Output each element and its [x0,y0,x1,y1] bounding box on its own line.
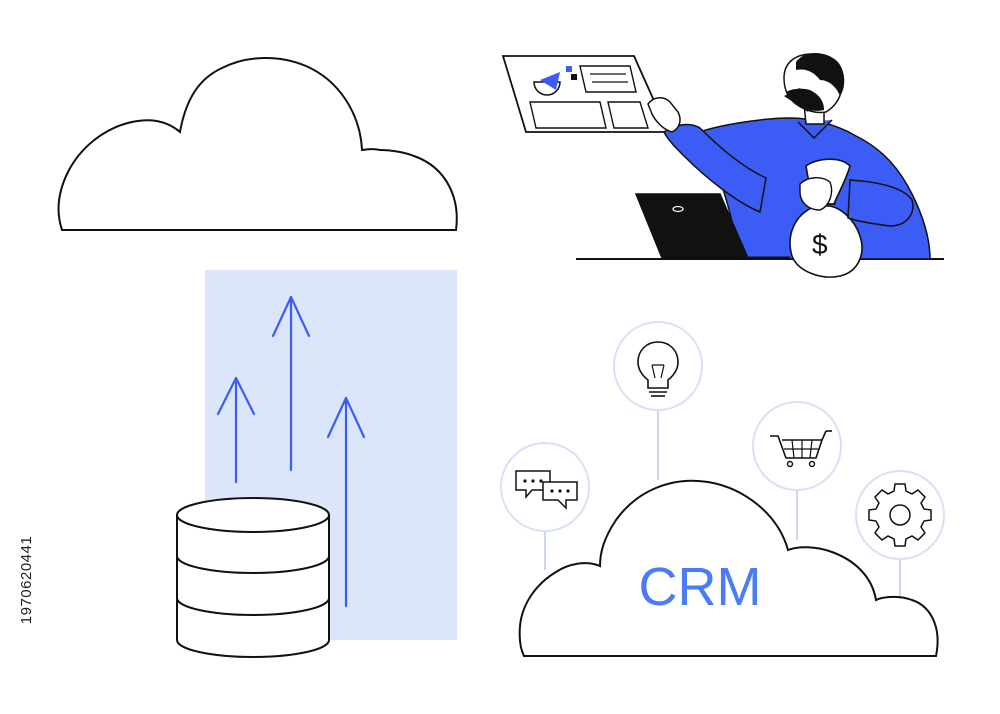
lightbulb-icon [613,321,703,411]
stock-id-label: 1970620441 [18,535,35,625]
chat-bubbles-icon [500,442,590,532]
money-symbol: $ [812,229,828,260]
database-icon [176,497,330,658]
cloud-icon [57,57,458,231]
dashboard-panel-icon [501,55,670,133]
icon-connectors [544,410,901,600]
business-analyst-figure: $ [501,53,944,278]
laptop-icon [634,193,790,260]
crm-cloud-icon: CRM [518,479,939,657]
upload-arrows-icon [216,295,366,608]
crm-label: CRM [639,557,762,617]
shopping-cart-icon [752,401,842,491]
crm-cloud-group: CRM [500,321,945,657]
gear-icon [855,470,945,560]
